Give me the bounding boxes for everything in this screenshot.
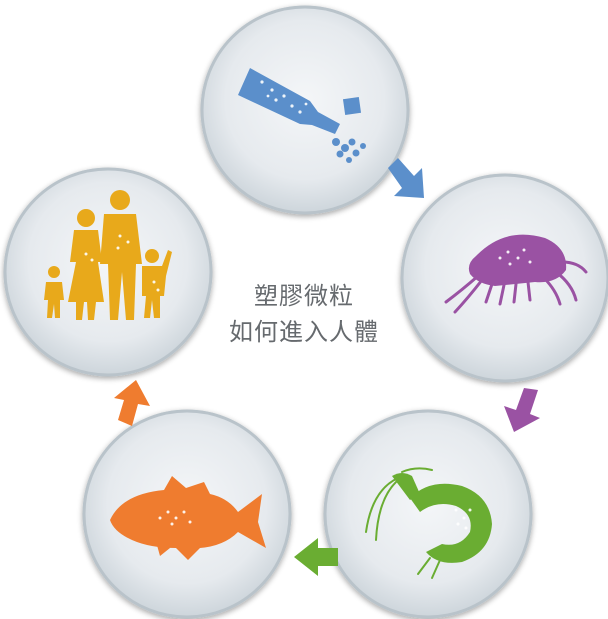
arrow-bottle-to-plankton	[388, 158, 424, 198]
stage-fish	[84, 411, 290, 617]
center-title-line2: 如何進入人體	[204, 314, 404, 350]
stage-circle	[5, 169, 211, 375]
center-title-line1: 塑膠微粒	[204, 278, 404, 314]
stage-plastic-bottle	[202, 7, 408, 213]
arrow-plankton-to-shrimp	[504, 388, 540, 432]
stage-shrimp	[325, 411, 531, 617]
stage-circle	[325, 411, 531, 617]
stage-human-family	[5, 169, 211, 375]
stage-zooplankton	[402, 175, 608, 381]
center-title: 塑膠微粒 如何進入人體	[204, 278, 404, 350]
